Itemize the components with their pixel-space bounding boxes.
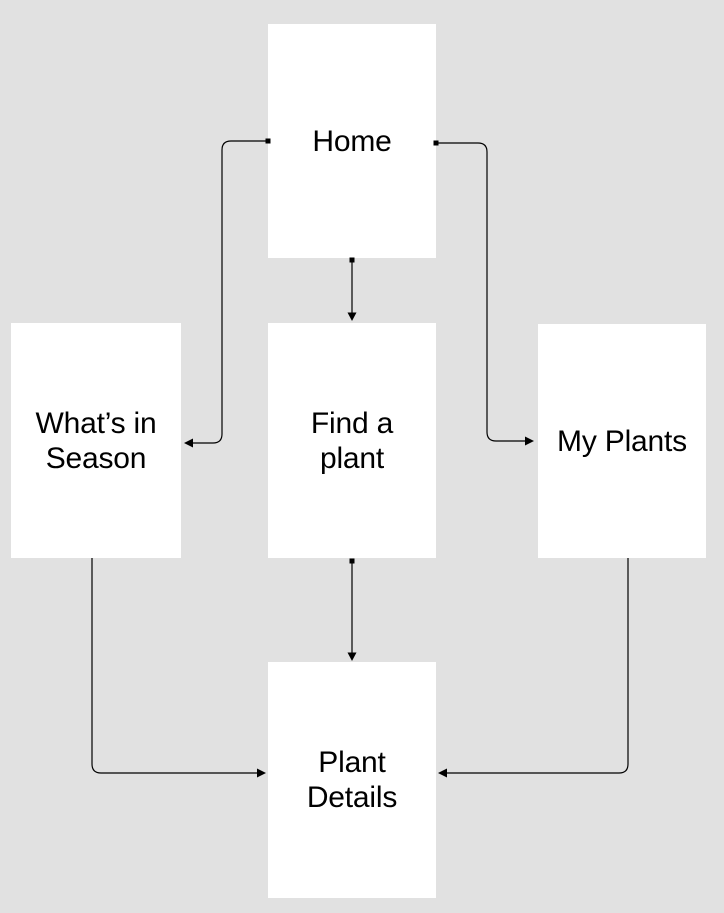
connector-whats-in-season-to-plant-details [91, 558, 266, 778]
connector-find-a-plant-to-plant-details [347, 558, 357, 661]
node-home-label: Home [312, 124, 392, 158]
node-whats-in-season-label: What’s in Season [35, 406, 157, 475]
arrowhead-down-icon [347, 312, 357, 321]
arrowhead-right-icon [525, 436, 534, 446]
node-plant-details-label: Plant Details [306, 746, 398, 814]
connector-line [440, 558, 629, 774]
connector-start-dot [349, 558, 355, 564]
node-find-a-plant-label: Find a plant [310, 406, 394, 475]
arrowhead-right-icon [257, 768, 266, 778]
connector-home-to-my-plants [433, 140, 534, 446]
node-my-plants-label: My Plants [557, 424, 687, 458]
arrowhead-down-icon [347, 652, 357, 661]
node-whats-in-season[interactable]: What’s in Season [11, 323, 181, 558]
node-find-a-plant[interactable]: Find a plant [268, 323, 436, 558]
connector-line [436, 142, 532, 442]
connector-home-to-find-a-plant [347, 257, 357, 321]
arrowhead-left-icon [184, 438, 193, 448]
node-plant-details[interactable]: Plant Details [268, 662, 436, 898]
connector-home-to-whats-in-season [184, 138, 271, 448]
connector-start-dot [349, 257, 355, 263]
connector-line [91, 558, 264, 774]
connector-my-plants-to-plant-details [438, 558, 629, 778]
arrowhead-left-icon [438, 768, 447, 778]
node-home[interactable]: Home [268, 24, 436, 258]
connector-line [186, 140, 268, 444]
node-my-plants[interactable]: My Plants [538, 324, 706, 558]
